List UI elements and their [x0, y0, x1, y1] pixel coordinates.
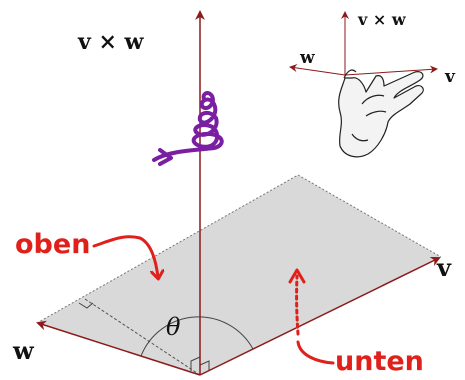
right-hand-icon: [338, 69, 424, 158]
inset-w-arrow: [289, 64, 346, 76]
rotation-spiral: [152, 91, 224, 162]
plane-far-edge-top: [297, 174, 442, 258]
spiral-arrowhead: [158, 148, 173, 166]
right-angle-marker-origin: [190, 356, 201, 371]
right-angle-marker-height: [78, 302, 94, 309]
inset-v-arrow: [344, 65, 438, 76]
vector-v-arrow: [199, 257, 441, 376]
oben-arrow: [92, 235, 158, 277]
right-hand-rule-inset: v × w w v: [289, 10, 456, 158]
unten-arrowhead: [288, 268, 306, 284]
unten-curve: [296, 340, 335, 365]
right-angle-marker-origin-2: [199, 360, 210, 371]
parallelogram-plane: [37, 175, 441, 375]
label-v-cross-w-small: v × w: [357, 10, 407, 29]
height-dashed-line: [84, 298, 201, 376]
label-v-small: v: [444, 67, 456, 87]
label-v-cross-w-main: v × w: [77, 29, 145, 55]
label-v-main: v: [436, 253, 452, 282]
label-oben: oben: [15, 229, 90, 260]
label-theta: θ: [166, 313, 181, 341]
angle-theta-arc: [140, 316, 254, 357]
label-unten: unten: [335, 346, 424, 377]
label-w-small: w: [299, 48, 315, 68]
vector-w-arrow: [36, 320, 201, 376]
unten-dotted-arrow: [295, 274, 300, 336]
label-w-main: w: [12, 336, 35, 365]
